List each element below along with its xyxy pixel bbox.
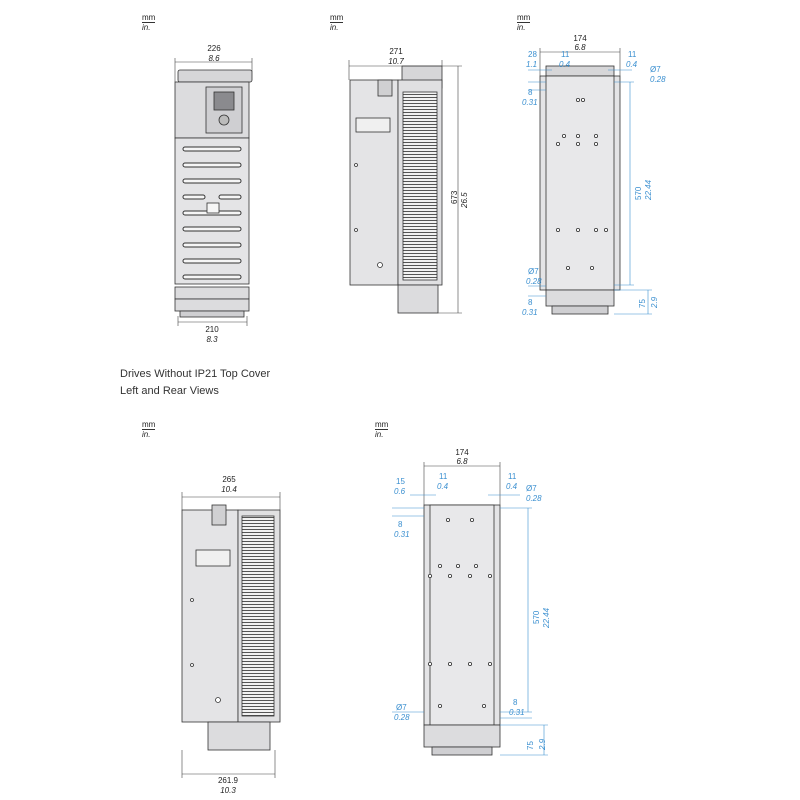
unit-in: in.	[142, 22, 156, 32]
rear1-inner-right-mm: 11	[628, 50, 637, 59]
side1-height-mm: 673	[450, 190, 459, 204]
rear1-bottom-in: 2.9	[650, 296, 659, 308]
rear1-dimension-lines	[528, 48, 652, 315]
rear2-hole-bottom-in: 0.28	[394, 713, 410, 722]
rear2-left-offset-in: 0.6	[394, 487, 406, 496]
rear1-hole-bottom: Ø7	[528, 267, 539, 276]
side1-dimension-lines	[348, 60, 462, 314]
unit-legend-rear2: mm in.	[375, 420, 389, 439]
rear2-bottom-mm: 75	[526, 741, 535, 750]
side1-top-in: 10.7	[388, 57, 404, 66]
front-dimension-lines	[174, 58, 253, 326]
front-top-in: 8.6	[208, 54, 220, 63]
unit-in: in.	[142, 429, 156, 439]
rear2-top-gap-in: 0.31	[394, 530, 410, 539]
rear-view-2	[423, 504, 501, 756]
rear1-inner-left-mm: 11	[561, 50, 570, 59]
rear-view-1	[539, 65, 621, 315]
rear1-left-offset-in: 1.1	[526, 60, 538, 69]
side2-bottom-mm: 261.9	[217, 776, 239, 785]
unit-mm: mm	[142, 13, 156, 22]
side2-top-mm: 265	[222, 475, 236, 484]
rear1-hole-top: Ø7	[650, 65, 661, 74]
front-top-mm: 226	[207, 44, 221, 53]
rear2-hole-top: Ø7	[526, 484, 537, 493]
side-view-1	[349, 65, 443, 314]
rear1-bottom-mm: 75	[638, 299, 647, 308]
rear1-inner-left-in: 0.4	[559, 60, 571, 69]
rear2-inner-right-in: 0.4	[506, 482, 518, 491]
unit-mm: mm	[517, 13, 531, 22]
caption-line-1: Drives Without IP21 Top Cover	[120, 368, 271, 380]
unit-mm: mm	[375, 420, 389, 429]
rear1-inner-right-in: 0.4	[626, 60, 638, 69]
rear2-width-in: 6.8	[456, 457, 468, 466]
rear2-inner-right-mm: 11	[508, 472, 517, 481]
unit-mm: mm	[330, 13, 344, 22]
rear1-hole-bottom-in: 0.28	[526, 277, 542, 286]
caption-line-2: Left and Rear Views	[120, 385, 219, 397]
views-caption: Drives Without IP21 Top Cover Left and R…	[120, 366, 270, 400]
rear1-width-mm: 174	[573, 34, 587, 43]
rear2-height-in: 22.44	[542, 607, 551, 628]
rear1-height-mm: 570	[634, 186, 643, 200]
unit-mm: mm	[142, 420, 156, 429]
rear2-inner-left-in: 0.4	[437, 482, 449, 491]
rear2-top-gap-mm: 8	[398, 520, 403, 529]
rear1-bottom-gap-in: 0.31	[522, 308, 538, 317]
unit-legend-front: mm in.	[142, 13, 156, 32]
rear2-inner-left-mm: 11	[439, 472, 448, 481]
rear2-dimension-lines	[392, 462, 548, 756]
rear2-bottom-in: 2.9	[538, 738, 547, 750]
unit-in: in.	[330, 22, 344, 32]
rear1-bottom-gap-mm: 8	[528, 298, 533, 307]
rear1-top-gap-mm: 8	[528, 88, 533, 97]
rear2-hole-top-in: 0.28	[526, 494, 542, 503]
unit-in: in.	[517, 22, 531, 32]
side-view-2	[181, 504, 281, 751]
rear2-bottom-gap-mm: 8	[513, 698, 518, 707]
rear1-left-offset-mm: 28	[528, 50, 537, 59]
front-bottom-in: 8.3	[206, 335, 218, 344]
side2-top-in: 10.4	[221, 485, 237, 494]
rear1-hole-top-in: 0.28	[650, 75, 666, 84]
unit-legend-side1: mm in.	[330, 13, 344, 32]
side2-bottom-in: 10.3	[220, 786, 236, 795]
front-bottom-mm: 210	[205, 325, 219, 334]
unit-in: in.	[375, 429, 389, 439]
unit-legend-rear1: mm in.	[517, 13, 531, 32]
rear1-width-in: 6.8	[574, 43, 586, 52]
rear2-left-offset-mm: 15	[396, 477, 405, 486]
rear2-height-mm: 570	[532, 610, 541, 624]
rear1-top-gap-in: 0.31	[522, 98, 538, 107]
rear2-hole-bottom: Ø7	[396, 703, 407, 712]
rear2-bottom-gap-in: 0.31	[509, 708, 525, 717]
rear1-height-in: 22.44	[644, 179, 653, 200]
side1-top-mm: 271	[389, 47, 403, 56]
side1-height-in: 26.5	[460, 192, 469, 208]
front-view	[174, 69, 253, 318]
side2-dimension-lines	[181, 492, 281, 778]
unit-legend-side2: mm in.	[142, 420, 156, 439]
rear2-width-mm: 174	[455, 448, 469, 457]
